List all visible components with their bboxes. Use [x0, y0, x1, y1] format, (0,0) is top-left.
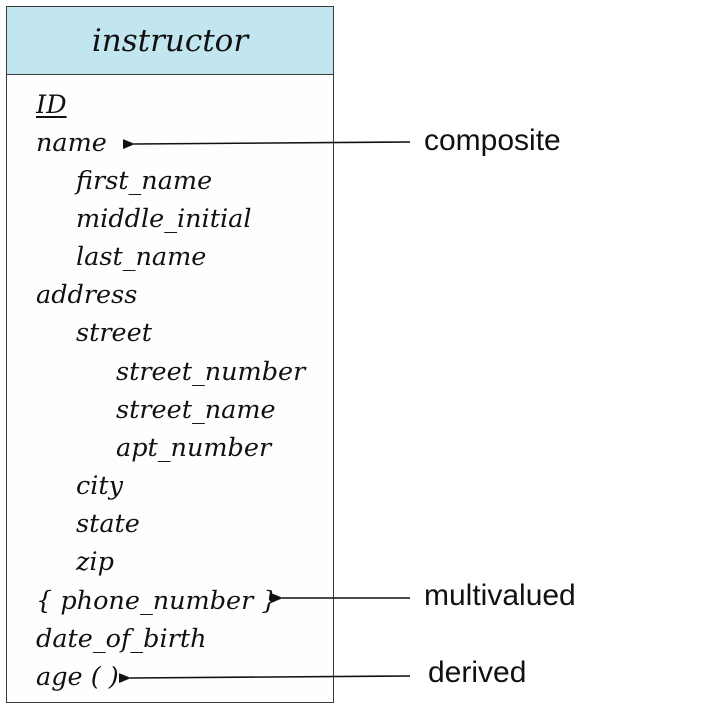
attribute-date-of-birth: date_of_birth	[36, 624, 207, 654]
entity-title: instructor	[7, 7, 333, 75]
derived-label: derived	[428, 656, 527, 689]
attribute-age: age ( )	[36, 662, 119, 692]
composite-label: composite	[424, 124, 561, 157]
attribute-apt-number: apt_number	[116, 433, 272, 463]
attribute-name: name	[36, 128, 107, 158]
multivalued-label: multivalued	[424, 579, 576, 612]
attribute-middle-initial: middle_initial	[76, 204, 252, 234]
attribute-phone-number: { phone_number }	[36, 586, 278, 616]
attribute-first-name: first_name	[76, 166, 213, 196]
attribute-address: address	[36, 280, 138, 310]
attribute-city: city	[76, 471, 124, 501]
entity-instructor: instructor ID name first_name middle_ini…	[6, 6, 334, 703]
attribute-zip: zip	[76, 547, 114, 577]
derived-arrow	[118, 673, 411, 684]
attribute-street-number: street_number	[116, 357, 306, 387]
attribute-id: ID	[36, 90, 67, 120]
attribute-last-name: last_name	[76, 242, 207, 272]
attribute-street: street	[76, 318, 152, 348]
attribute-street-name: street_name	[116, 395, 276, 425]
attribute-state: state	[76, 509, 140, 539]
composite-arrow	[122, 139, 411, 150]
